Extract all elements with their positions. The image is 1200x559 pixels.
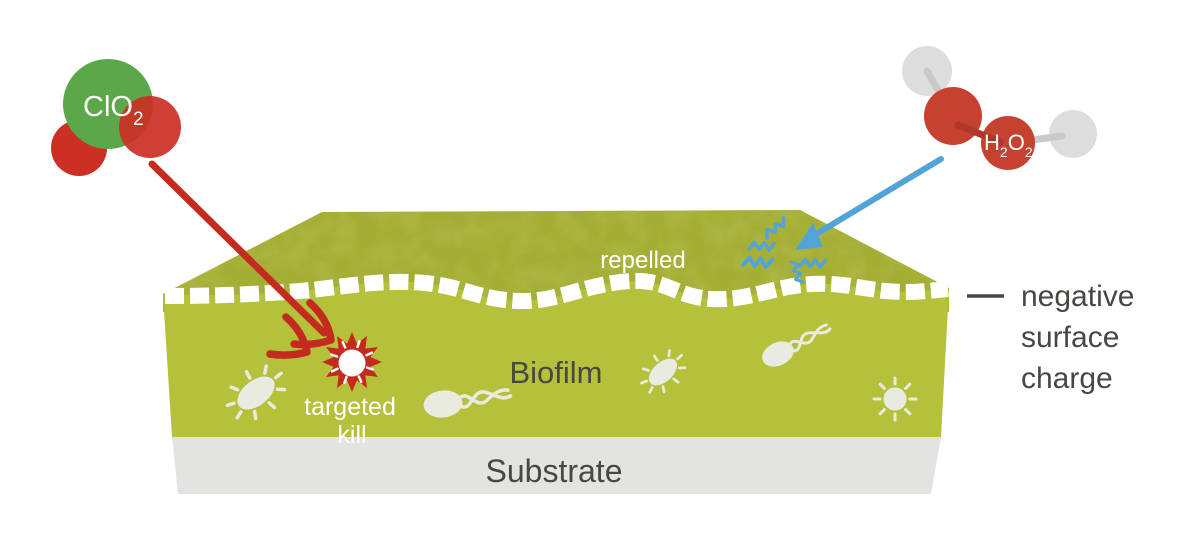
repel-arrow-line [815,156,944,236]
hydrogen-atom [1049,110,1097,158]
targeted-kill-label-line1: targeted [304,393,396,421]
burst-ticks [330,340,374,384]
surface-charge-line3: charge [1021,362,1113,395]
repel-arrow [795,156,944,250]
surface-charge-line2: surface [1021,321,1119,354]
biofilm-front-face [163,280,949,437]
oxygen-atom [119,96,181,158]
substrate-slab [172,437,941,494]
h2o2-molecule: H2O2 [902,46,1097,170]
kill-arrow-line [148,160,328,337]
oo-bond [954,121,1004,146]
repelled-label: repelled [600,247,685,274]
oxygen-atom [924,87,982,145]
kill-arrow [148,160,335,359]
surface-charge-line1: negative [1021,280,1134,313]
biofilm-layer [163,210,949,437]
targeted-kill-label-line2: kill [337,421,366,449]
oxygen-atom [981,116,1035,170]
kill-burst-icon [322,332,382,392]
repel-arrowhead [795,223,823,250]
bacterium-coccus-icon [872,376,918,422]
kill-arrow-chevron [266,313,311,359]
clo2-label: ClO2 [83,91,144,130]
substrate-layer: Substrate [172,437,941,494]
surface-charge-dashes [164,272,949,310]
biofilm-label: Biofilm [509,355,602,390]
surface-charge-callout: negative surface charge [967,280,1134,395]
burst-core [338,349,366,377]
h2o2-label: H2O2 [984,130,1033,160]
clo2-molecule: ClO2 [51,59,181,176]
substrate-label: Substrate [486,453,623,489]
